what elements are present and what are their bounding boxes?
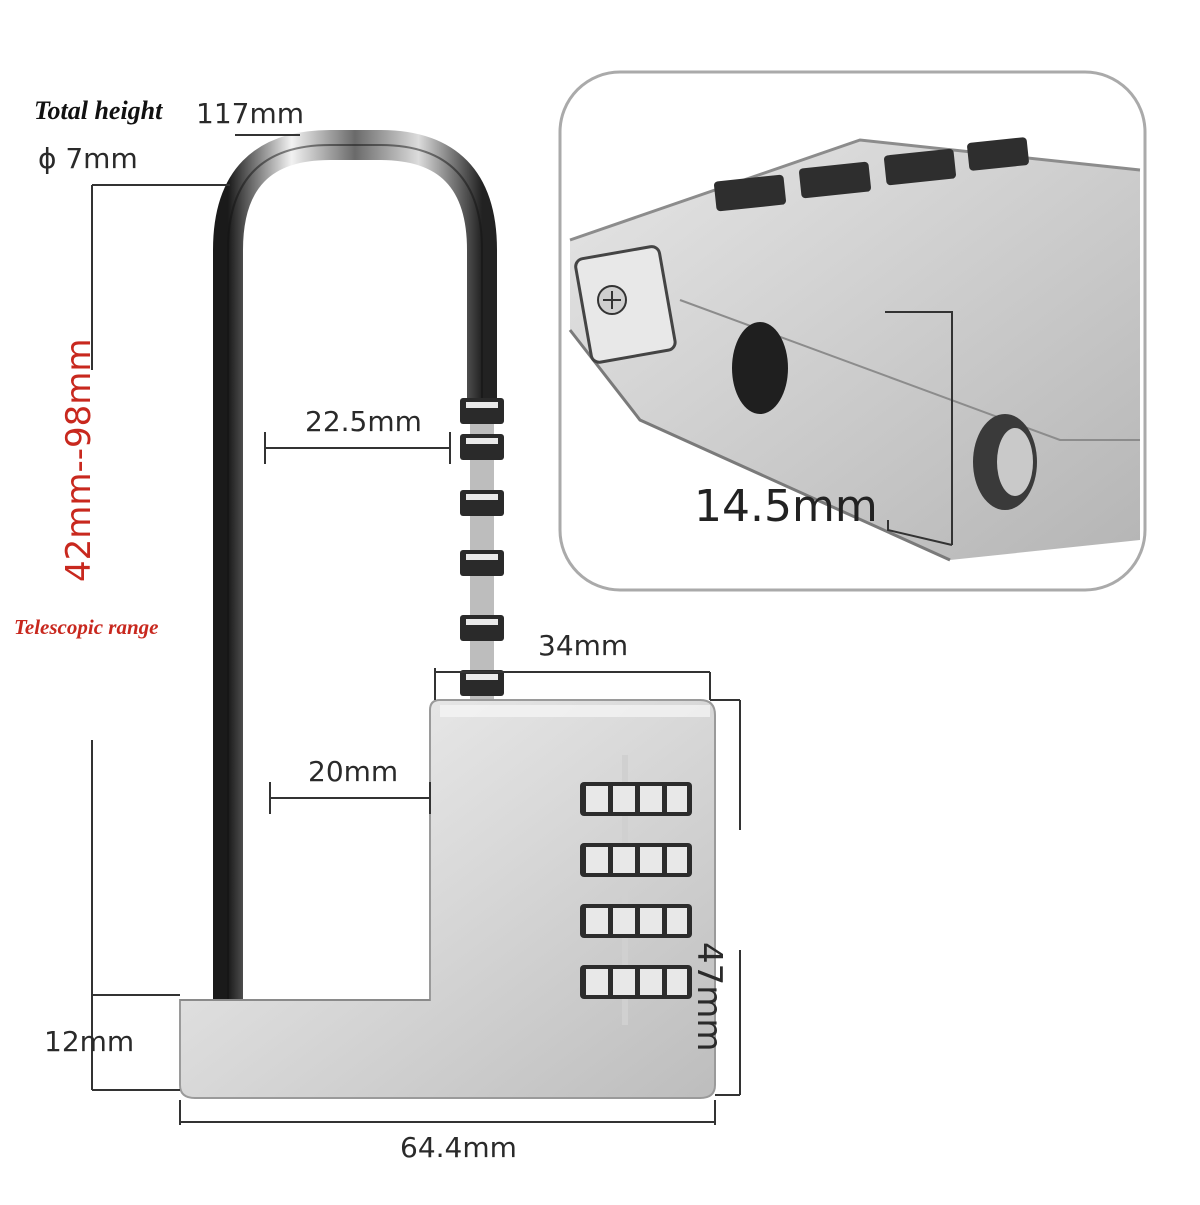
inset-panel [558, 70, 1147, 592]
total-height-value: 117mm [196, 97, 304, 130]
lock-body [179, 699, 716, 1099]
total-width-label: 64.4mm [400, 1131, 517, 1164]
telescopic-range-value: 42mm--98mm [59, 338, 99, 582]
inner-width-top-label: 22.5mm [305, 405, 422, 438]
base-height-label: 12mm [44, 1025, 135, 1058]
diameter-label: ϕ 7mm [38, 142, 138, 175]
screw-icon [597, 285, 627, 315]
inner-width-bottom-label: 20mm [308, 755, 399, 788]
body-width-label: 34mm [538, 629, 629, 662]
telescopic-range-caption: Telescopic range [14, 615, 159, 639]
body-height-label: 47mm [689, 942, 729, 1052]
dimension-lines [91, 184, 741, 1125]
shackle [213, 130, 504, 1000]
combination-dial [580, 782, 692, 999]
total-height-caption: Total height [34, 96, 163, 125]
inset-dimension-label: 14.5mm [694, 481, 878, 532]
